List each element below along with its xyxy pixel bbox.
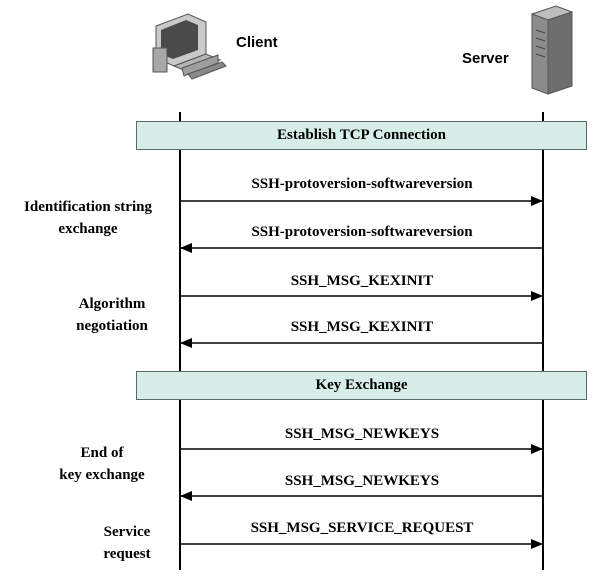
phase-service-request: Service request [103, 524, 151, 562]
phase-identification: Identification string exchange [24, 199, 152, 237]
server-label: Server [462, 50, 509, 67]
server-tower-icon [530, 5, 574, 95]
message-label: SSH_MSG_KEXINIT [290, 273, 434, 289]
phase-algorithm-negotiation: Algorithm negotiation [76, 296, 148, 334]
message-label: SSH_MSG_NEWKEYS [284, 426, 440, 442]
establish-tcp-banner: Establish TCP Connection [136, 121, 587, 150]
message-label: SSH-protoversion-softwareversion [251, 176, 473, 192]
desktop-computer-icon [152, 13, 227, 80]
message-label: SSH_MSG_KEXINIT [290, 319, 434, 335]
key-exchange-banner: Key Exchange [136, 371, 587, 400]
client-label: Client [236, 34, 278, 51]
message-label: SSH_MSG_NEWKEYS [284, 473, 440, 489]
message-label: SSH-protoversion-softwareversion [251, 224, 473, 240]
message-label: SSH_MSG_SERVICE_REQUEST [250, 520, 474, 536]
phase-end-of-key-exchange: End of key exchange [59, 445, 145, 483]
